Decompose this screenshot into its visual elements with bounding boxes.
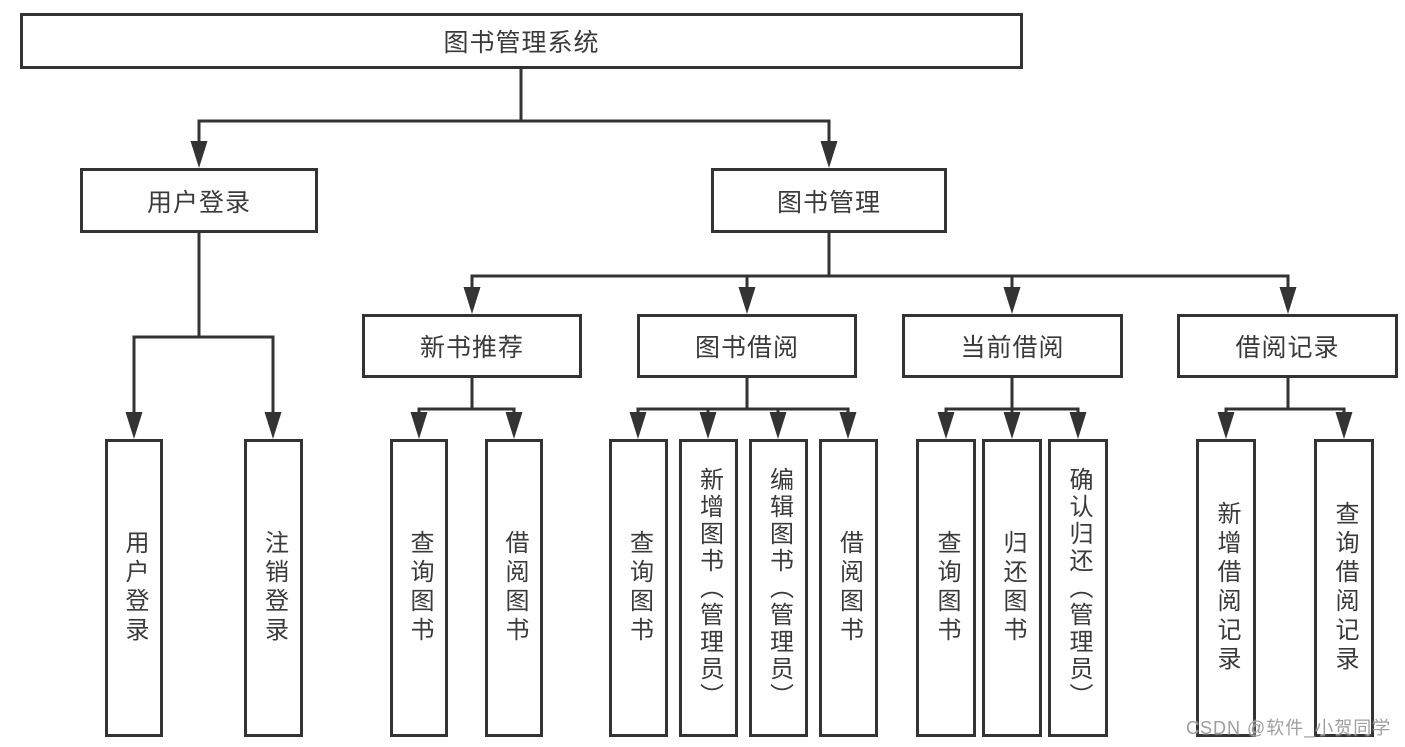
leaf-query-books-borrow: 查询图书 [609,439,668,737]
leaf-label: 查询借阅记录 [1331,501,1358,675]
node-book-management: 图书管理 [711,168,947,233]
node-book-borrowing: 图书借阅 [637,314,857,378]
node-library-management-system: 图书管理系统 [20,13,1023,69]
leaf-add-borrow-record: 新增借阅记录 [1196,439,1256,737]
arrowhead [820,141,838,168]
leaf-label: 查询图书 [406,530,433,646]
arrowhead [839,412,857,439]
node-label: 新书推荐 [419,334,524,362]
leaf-return-books: 归还图书 [982,439,1042,737]
leaf-label: 用户登录 [121,530,148,646]
leaf-edit-books-admin: 编辑图书（管理员） [749,439,808,737]
leaf-borrow-books-recommend: 借阅图书 [485,439,543,737]
arrowhead [125,412,143,439]
node-label: 借阅记录 [1235,334,1340,362]
leaf-label: 确认归还（管理员） [1065,466,1092,710]
arrowhead [1003,287,1021,314]
arrowhead [410,412,428,439]
node-user-login: 用户登录 [80,168,318,233]
arrowhead [1335,412,1353,439]
leaf-label: 注销登录 [260,530,288,646]
leaf-add-books-admin: 新增图书（管理员） [679,439,738,737]
leaf-logout: 注销登录 [244,439,303,737]
node-label: 用户登录 [146,188,251,217]
leaf-query-books-recommend: 查询图书 [390,439,448,737]
watermark: CSDN @软件_小贺同学 [1186,718,1392,738]
arrowhead [1003,412,1021,439]
arrowhead [1069,412,1087,439]
leaf-label: 新增借阅记录 [1213,501,1240,675]
leaf-label: 借阅图书 [501,530,528,646]
leaf-label: 新增图书（管理员） [695,466,723,710]
leaf-label: 归还图书 [999,530,1026,646]
node-label: 图书管理系统 [443,29,600,57]
arrowhead [699,412,717,439]
arrowhead [937,412,955,439]
leaf-borrow-books: 借阅图书 [819,439,878,737]
arrowhead [505,412,523,439]
arrowhead [738,287,756,314]
node-borrowing-records: 借阅记录 [1177,314,1398,378]
node-current-borrowing: 当前借阅 [902,314,1123,378]
leaf-confirm-return-admin: 确认归还（管理员） [1048,439,1108,737]
leaf-query-borrow-record: 查询借阅记录 [1314,439,1374,737]
leaf-label: 查询图书 [625,530,653,646]
leaf-user-login: 用户登录 [105,439,163,737]
node-label: 图书管理 [776,188,881,217]
node-label: 图书借阅 [694,334,799,362]
leaf-label: 编辑图书（管理员） [765,466,793,710]
arrowhead [463,287,481,314]
leaf-label: 查询图书 [933,530,960,646]
arrowhead [264,412,282,439]
node-new-book-recommend: 新书推荐 [362,314,582,378]
leaf-query-books-current: 查询图书 [916,439,976,737]
arrowhead [1217,412,1235,439]
arrowhead [1279,287,1297,314]
leaf-label: 借阅图书 [835,530,863,646]
arrowhead [769,412,787,439]
node-label: 当前借阅 [960,334,1065,362]
arrowhead [190,141,208,168]
arrowhead [629,412,647,439]
